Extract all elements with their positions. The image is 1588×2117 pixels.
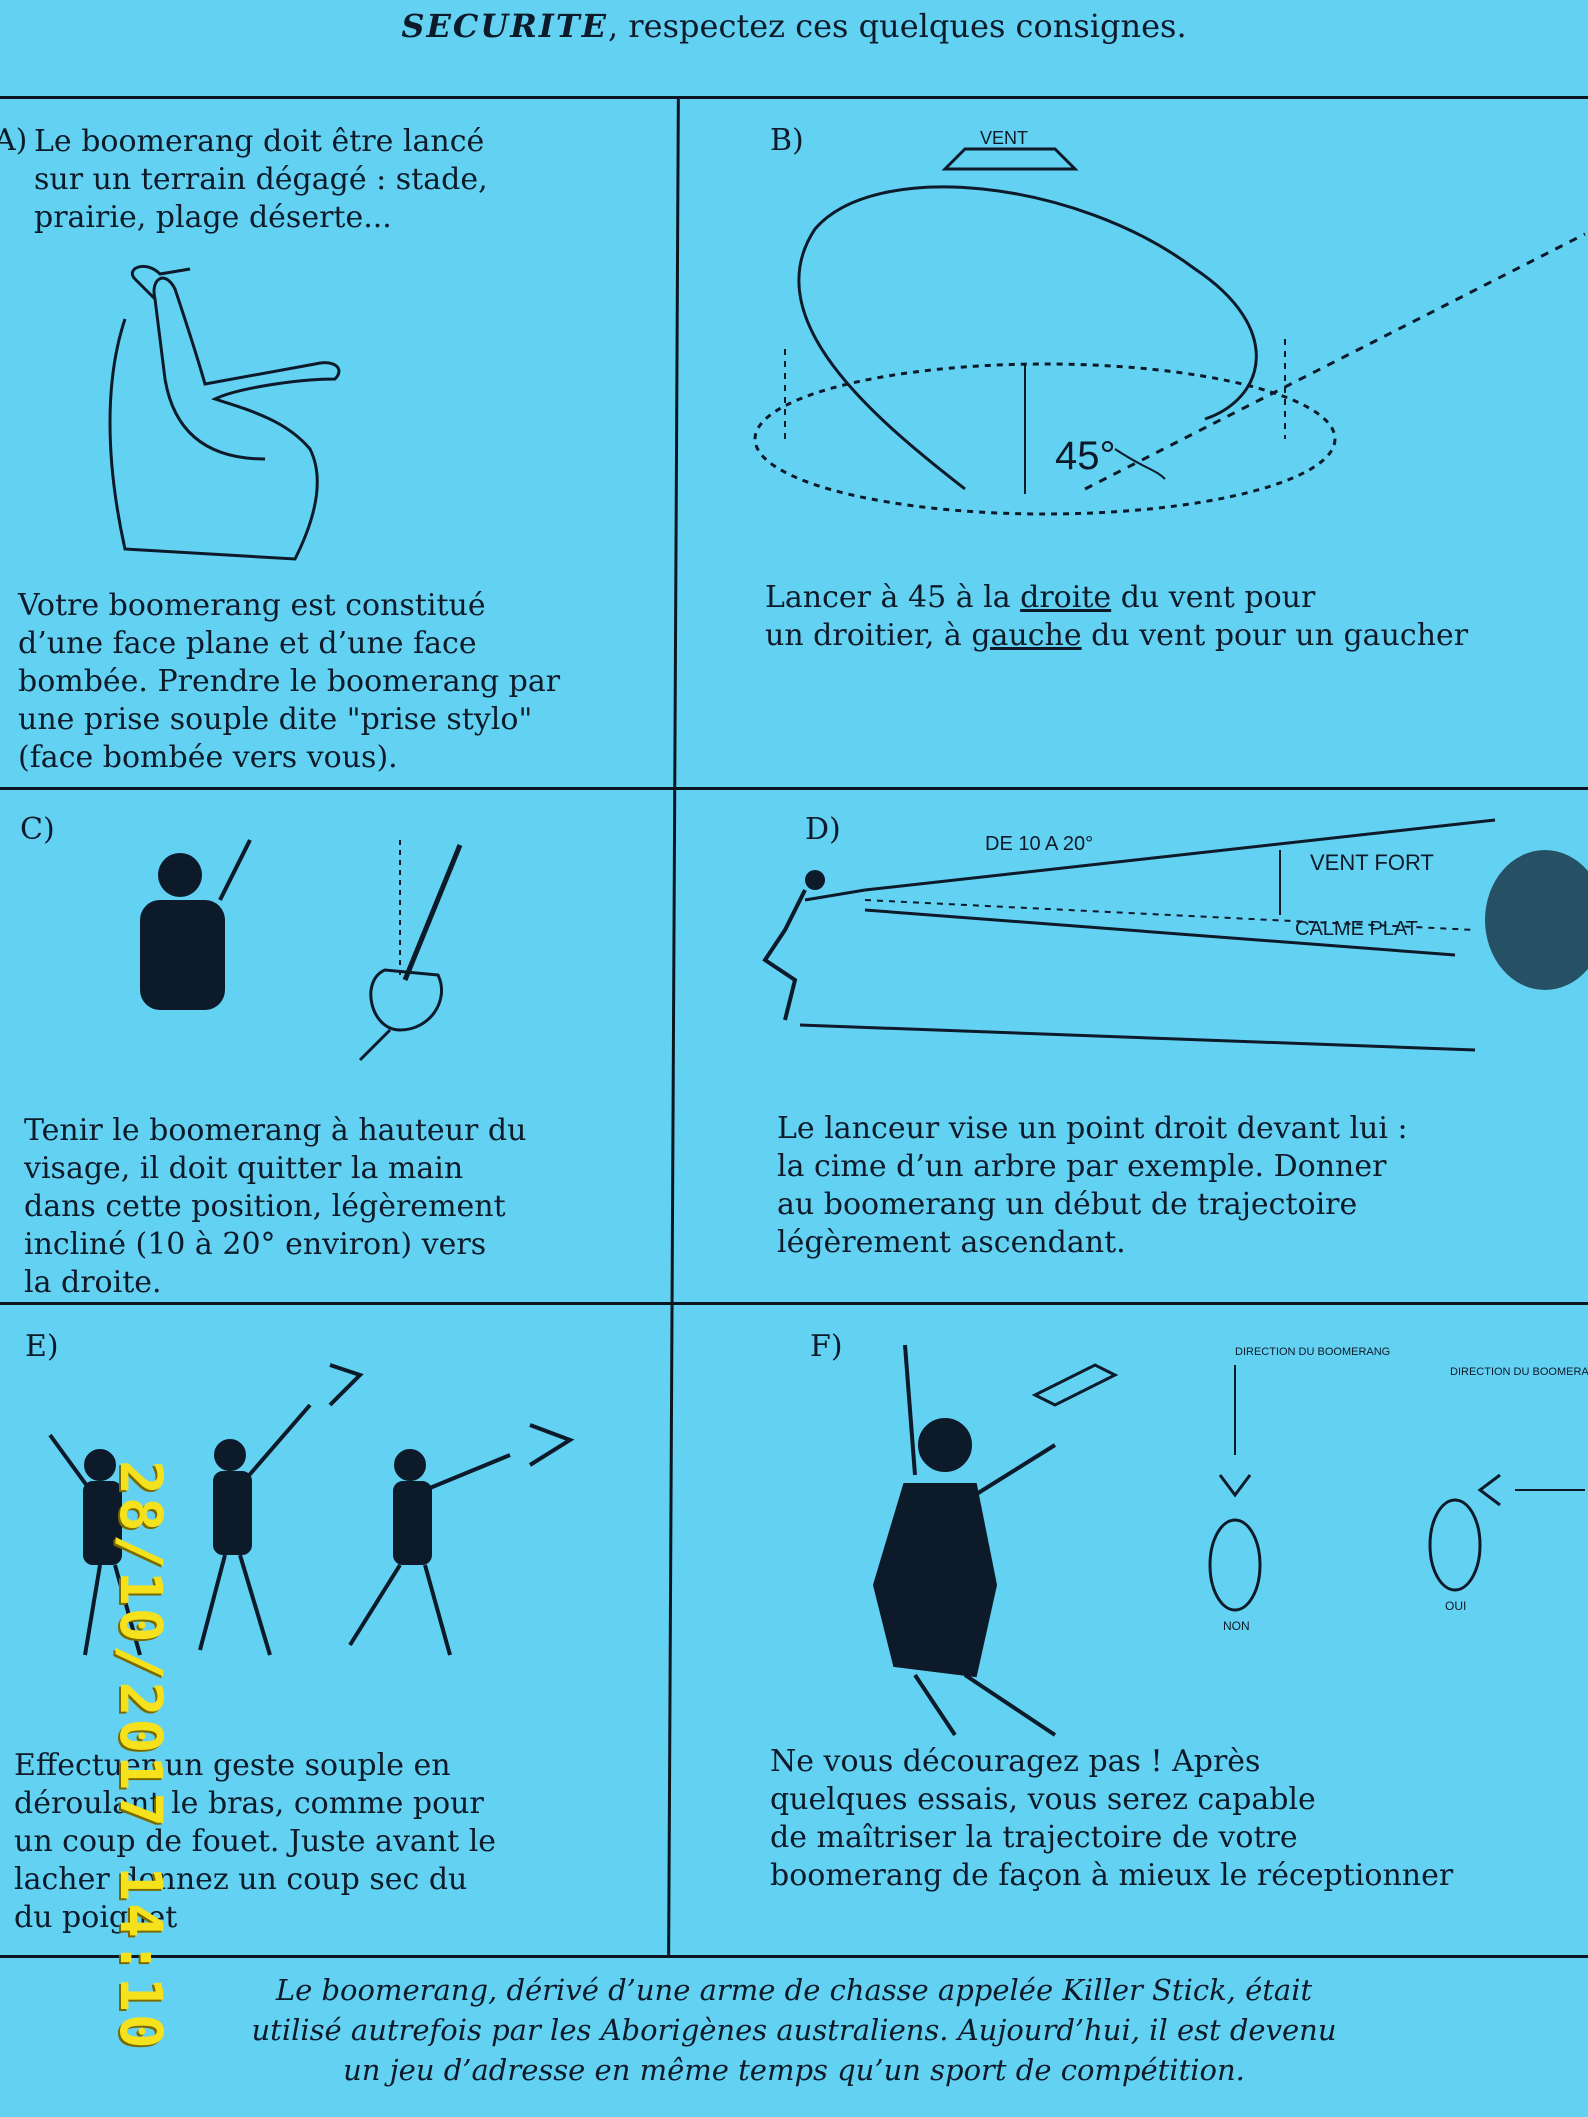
panel-e-label: E): [25, 1329, 59, 1364]
panel-c: C) Tenir le boomerang à hauteur du visag…: [0, 790, 672, 1302]
panel-d-text: Le lanceur vise un point droit devant lu…: [777, 1111, 1408, 1260]
calm-label: CALME PLAT: [1295, 918, 1418, 940]
panel-a-bottom-text: Votre boomerang est constitué d’une face…: [18, 588, 561, 775]
no-label: NON: [1223, 1619, 1250, 1633]
yes-label: OUI: [1445, 1599, 1466, 1613]
header-emphasis: SECURITE: [401, 7, 609, 45]
strong-wind-label: VENT FORT: [1310, 850, 1434, 875]
wind-label: VENT: [980, 128, 1028, 148]
panel-d-label: D): [805, 812, 841, 847]
panel-e: E) Effectuer un geste souple en déroulan…: [0, 1305, 672, 1955]
panel-b: B) VENT 45° Lancer à 45 à la droite du v…: [675, 99, 1588, 787]
panel-b-label: B): [770, 123, 804, 158]
panel-f-text: Ne vous découragez pas ! Après quelques …: [770, 1744, 1454, 1893]
row-rule-2: [0, 1302, 1588, 1305]
boomerang-grip-illustration: [140, 839, 463, 1062]
catching-boomerang-illustration: DIRECTION DU BOOMERANG DIRECTION DU BOOM…: [872, 1344, 1588, 1737]
header-rest: , respectez ces quelques consignes.: [608, 7, 1187, 45]
hand-holding-boomerang-illustration: [108, 264, 341, 561]
row-rule-1: [0, 787, 1588, 790]
angle-label: 45°: [1055, 434, 1116, 478]
page-header: SECURITE, respectez ces quelques consign…: [0, 0, 1588, 60]
panel-d: D) DE 10 A 20° VENT FORT CALME PLAT Le l…: [675, 790, 1588, 1302]
panel-f: F) DIRECTION DU BOOMERANG DIRECTION DU B…: [675, 1305, 1588, 1955]
launch-angle-diagram: DE 10 A 20° VENT FORT CALME PLAT: [762, 818, 1588, 1052]
panel-a: A) Le boomerang doit être lancé sur un t…: [0, 99, 672, 787]
throw-trajectory-diagram: VENT 45°: [753, 128, 1586, 516]
direction-label-1: DIRECTION DU BOOMERANG: [1235, 1346, 1390, 1358]
footer-note: Le boomerang, dérivé d’une arme de chass…: [251, 1973, 1337, 2087]
panel-a-label: A): [0, 123, 28, 158]
range-label: DE 10 A 20°: [985, 833, 1093, 855]
panel-b-text: Lancer à 45 à la droite du vent pour un …: [765, 580, 1469, 653]
panel-c-text: Tenir le boomerang à hauteur du visage, …: [24, 1113, 527, 1300]
throwing-motion-illustration: [48, 1363, 575, 1656]
panel-a-top-text: Le boomerang doit être lancé sur un terr…: [34, 124, 488, 235]
bottom-rule: [0, 1955, 1588, 1958]
top-rule: [0, 96, 1588, 99]
date-stamp: 28/10/2017 14:10: [107, 1460, 175, 2051]
panel-f-label: F): [810, 1329, 843, 1364]
direction-label-2: DIRECTION DU BOOMERANG: [1450, 1366, 1588, 1378]
panel-c-label: C): [20, 812, 55, 847]
panel-e-text: Effectuer un geste souple en déroulant l…: [14, 1748, 497, 1935]
